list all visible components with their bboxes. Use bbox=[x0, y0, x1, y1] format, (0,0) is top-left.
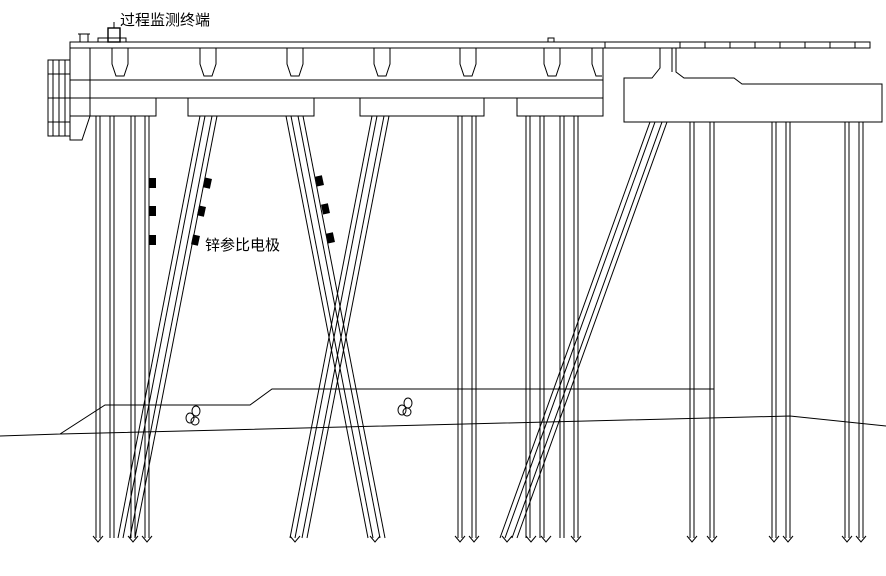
deck-structure bbox=[47, 33, 883, 141]
rock-symbols bbox=[185, 397, 413, 426]
pile-tips bbox=[92, 535, 867, 543]
zinc-electrode-label: 锌参比电极 bbox=[205, 236, 280, 254]
monitor-terminal-label: 过程监测终端 bbox=[120, 11, 210, 29]
ground-lines bbox=[0, 388, 886, 437]
monitor-terminal bbox=[97, 22, 127, 43]
raked-piles bbox=[117, 115, 668, 539]
zinc-electrodes bbox=[149, 175, 335, 246]
